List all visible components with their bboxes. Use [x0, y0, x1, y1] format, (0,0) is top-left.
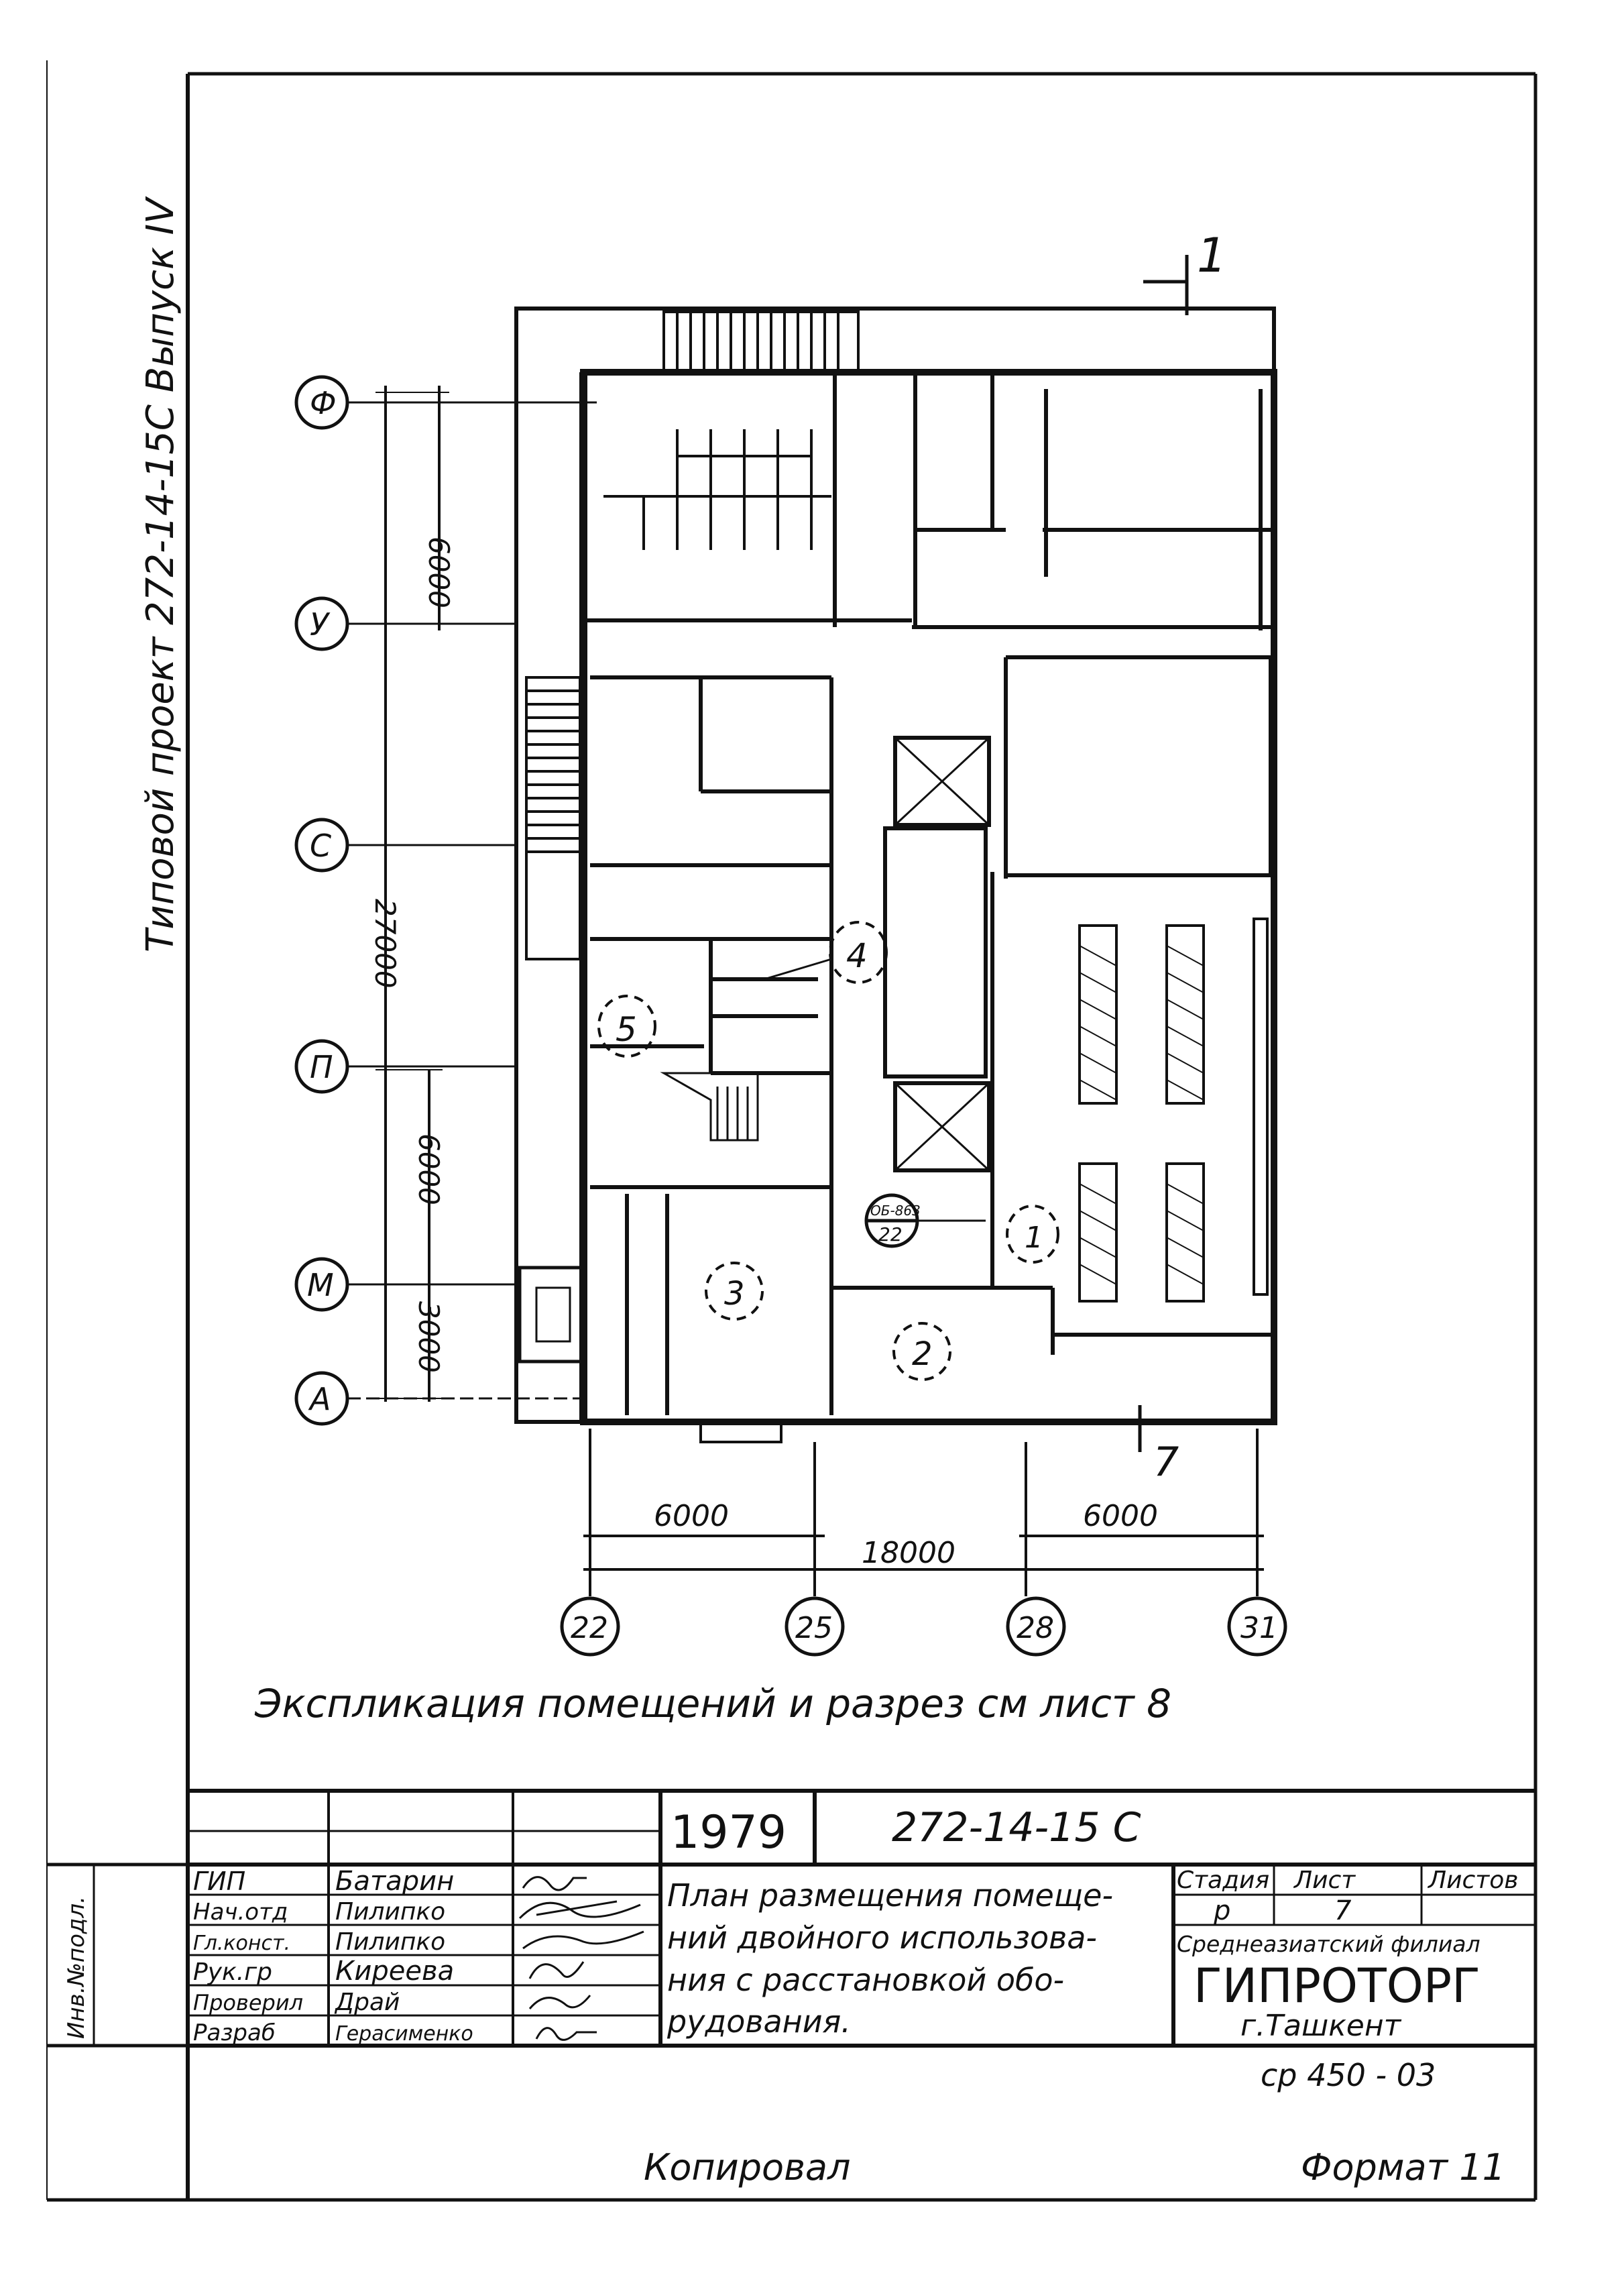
section-marker-top [1143, 255, 1189, 315]
floor-plan [514, 307, 1277, 1443]
dim-vertical-bottom: 3000 [412, 1301, 445, 1373]
org-name: ГИПРОТОРГ [1194, 1958, 1481, 2013]
callout-bottom: 22 [878, 1223, 903, 1245]
section-marker-top-label: 1 [1197, 228, 1227, 283]
name-1: Пилипко [335, 1898, 445, 1926]
axis-row-p: П [310, 1049, 333, 1085]
name-5: Герасименко [335, 2022, 473, 2046]
title-names: Батарин Пилипко Пилипко Киреева Драй Гер… [334, 1866, 473, 2046]
room-number-1: 1 [1025, 1221, 1043, 1255]
signatures [518, 1876, 644, 2041]
axis-col-28: 28 [1017, 1611, 1054, 1645]
role-gip: ГИП [193, 1867, 245, 1896]
role-nach-otd: Нач.отд [193, 1899, 288, 1926]
axis-row-a: А [308, 1381, 331, 1417]
title-code: 272-14-15 С [892, 1804, 1141, 1851]
axis-row-u: У [310, 606, 331, 643]
room-markers [597, 921, 1059, 1381]
title-line-3: ния с расстановкой обо- [667, 1962, 1064, 1998]
sheets-label: Листов [1427, 1867, 1518, 1894]
name-4: Драй [334, 1989, 400, 2016]
role-razrab: Разраб [193, 2019, 276, 2046]
title-line-4: рудования. [666, 2003, 851, 2040]
role-ruk-gr: Рук.гр [193, 1958, 272, 1986]
title-roles: ГИП Нач.отд Гл.конст. Рук.гр Проверил Ра… [193, 1867, 303, 2046]
axis-row-s: С [310, 828, 331, 864]
name-3: Киреева [335, 1956, 454, 1987]
footer-copied: Копировал [644, 2146, 851, 2188]
role-proveril: Проверил [193, 1990, 303, 2015]
dim-horizontal-left: 6000 [654, 1499, 729, 1533]
inner-stair [660, 1072, 759, 1142]
org-line1: Среднеазиатский филиал [1177, 1931, 1481, 1957]
room-number-3: 3 [724, 1275, 745, 1313]
name-2: Пилипко [335, 1928, 445, 1956]
dim-horizontal-total: 18000 [862, 1536, 955, 1570]
stage-label: Стадия [1177, 1867, 1269, 1894]
callout-top: ОБ-863 [870, 1203, 921, 1219]
title-block-grid [47, 1789, 1535, 2048]
detail-callout [864, 1193, 986, 1248]
explication-note: Экспликация помещений и разрез см лист 8 [254, 1681, 1171, 1726]
left-stair [525, 676, 581, 960]
equipment-racks [1078, 918, 1269, 1302]
title-line-1: План размещения помеще- [667, 1877, 1113, 1914]
room-number-2: 2 [912, 1335, 933, 1373]
dim-vertical-total: 27000 [369, 899, 402, 989]
horizontal-dimensions [583, 1429, 1264, 1596]
sheet-label: Лист [1293, 1867, 1356, 1894]
sheet-value: 7 [1334, 1895, 1352, 1926]
org-city: г.Ташкент [1240, 2009, 1402, 2043]
elevator-shafts [883, 736, 991, 1172]
room-number-5: 5 [616, 1010, 637, 1049]
toilet-stalls [603, 429, 831, 550]
title-line-2: ний двойного использова- [667, 1920, 1097, 1956]
column-axes [560, 1596, 1287, 1657]
footer-format: Формат 11 [1301, 2146, 1505, 2188]
stage-value: р [1213, 1895, 1230, 1926]
title-description: План размещения помеще- ний двойного исп… [666, 1877, 1113, 2040]
top-stair [662, 311, 860, 374]
room-4-leader [764, 958, 832, 981]
side-stamp: Типовой проект 272-14-15С Выпуск IV [139, 196, 182, 952]
axis-row-m: М [307, 1267, 334, 1303]
section-marker-bottom-label: 7 [1153, 1439, 1179, 1486]
inv-label: Инв.№подл. [63, 1896, 90, 2039]
axis-col-25: 25 [795, 1611, 833, 1645]
partitions [583, 372, 1274, 1415]
vertical-dimensions [375, 386, 449, 1402]
ref-code: ср 450 - 03 [1261, 2057, 1436, 2093]
dim-vertical-mid: 6000 [412, 1133, 445, 1205]
axis-col-31: 31 [1240, 1611, 1278, 1645]
role-gl-konst: Гл.конст. [193, 1932, 290, 1955]
sheet-frame [46, 60, 1538, 2202]
dim-vertical-top: 6000 [422, 537, 455, 608]
name-0: Батарин [335, 1866, 454, 1897]
axis-row-f: Ф [310, 385, 337, 421]
title-year: 1979 [671, 1806, 787, 1859]
axis-col-22: 22 [571, 1611, 608, 1645]
dim-horizontal-right: 6000 [1083, 1499, 1158, 1533]
room-number-4: 4 [846, 936, 868, 975]
